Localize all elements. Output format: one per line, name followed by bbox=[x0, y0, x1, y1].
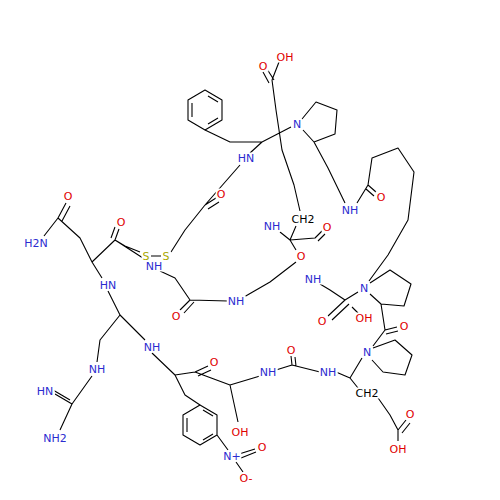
atom-label: NH bbox=[143, 342, 162, 353]
atom-label: O bbox=[116, 217, 127, 228]
atom-label: O bbox=[376, 192, 387, 203]
atom-label: NH bbox=[304, 274, 323, 285]
atom-label: N bbox=[359, 283, 369, 294]
atom-label: NH bbox=[341, 205, 360, 216]
atom-label: OH bbox=[231, 427, 250, 438]
atom-label: HN bbox=[36, 386, 55, 397]
atom-label: NH bbox=[88, 364, 107, 375]
atom-label: NH bbox=[319, 367, 338, 378]
atom-label: NH bbox=[227, 296, 246, 307]
atom-label: O bbox=[216, 189, 227, 200]
atom-label: O bbox=[296, 251, 307, 262]
atom-label: NH bbox=[145, 261, 164, 272]
atom-label: O bbox=[317, 316, 328, 327]
atom-label: N bbox=[362, 347, 372, 358]
atom-label: CH2 bbox=[291, 214, 316, 225]
backbone-bonds bbox=[44, 62, 414, 441]
atom-label: O bbox=[63, 191, 74, 202]
atom-label: O bbox=[257, 442, 268, 453]
atom-label: HN bbox=[99, 280, 118, 291]
phenyl-ring bbox=[188, 90, 222, 130]
atom-label: O bbox=[286, 345, 297, 356]
atom-label: O bbox=[399, 321, 410, 332]
atom-label: O bbox=[405, 409, 416, 420]
atom-label: N+ bbox=[222, 451, 241, 462]
atom-label: N bbox=[292, 119, 302, 130]
atom-label: CH2 bbox=[355, 388, 380, 399]
atom-label: O bbox=[322, 222, 333, 233]
atom-label: NH bbox=[263, 221, 282, 232]
atom-label: NH2 bbox=[42, 433, 68, 444]
atom-label: O bbox=[209, 357, 220, 368]
atom-label: OH bbox=[389, 444, 408, 455]
atom-label: NH bbox=[259, 367, 278, 378]
atom-label: O- bbox=[239, 473, 254, 484]
nitrophenyl-ring bbox=[183, 405, 256, 472]
atom-label: OH bbox=[355, 313, 374, 324]
atom-label: HN bbox=[237, 153, 256, 164]
atom-label: OH bbox=[276, 52, 295, 63]
atom-label: O bbox=[171, 311, 182, 322]
atom-label: H2N bbox=[23, 238, 49, 249]
atom-label: O bbox=[258, 61, 269, 72]
